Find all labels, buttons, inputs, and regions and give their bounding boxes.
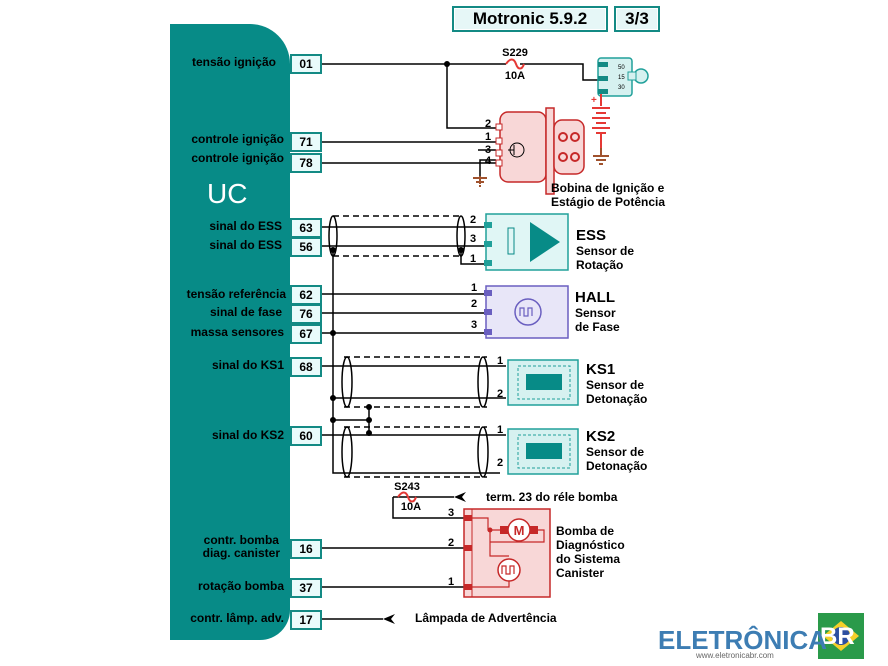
ks2-pin-2: 2 <box>497 457 503 469</box>
ignition-coil-icon <box>495 107 585 195</box>
arrow-icon <box>454 492 466 502</box>
diagram-title: Motronic 5.9.2 <box>452 6 608 32</box>
ks1-pin-1: 1 <box>497 355 503 367</box>
coil-pin-2: 2 <box>485 118 491 130</box>
hall-sensor-icon <box>484 285 569 339</box>
ignition-switch-icon: 50 15 30 <box>597 57 649 97</box>
canister-pin-1: 1 <box>448 576 454 588</box>
ess-label: ESS Sensor de Rotação <box>576 227 635 272</box>
hall-pin-2: 2 <box>471 298 477 310</box>
hall-label: HALL Sensor de Fase <box>575 289 620 334</box>
logo: BR ELETRÔNICA www.eletronicabr.com <box>656 613 876 665</box>
canister-pin-3: 3 <box>448 507 454 519</box>
ess-sensor-icon <box>484 213 569 271</box>
pin-60: 60 <box>290 426 322 446</box>
svg-text:15: 15 <box>618 75 625 81</box>
ground-icon <box>593 148 609 165</box>
pin-71: 71 <box>290 132 322 152</box>
ground-icon <box>473 176 487 187</box>
logo-flag-icon: BR <box>818 613 864 659</box>
pin-63: 63 <box>290 218 322 238</box>
svg-text:M: M <box>514 523 525 538</box>
ecu-label-massa-sensores: massa sensores <box>190 325 284 339</box>
ks2-label: KS2 Sensor de Detonação <box>586 428 648 473</box>
ecu-label-contr-lamp-adv: contr. lâmp. adv. <box>190 611 284 625</box>
ecu-label-controle-ignicao-71: controle ignição <box>191 132 284 146</box>
ks1-sensor-icon <box>507 359 579 406</box>
pin-62: 62 <box>290 285 322 305</box>
ecu-label-contr-bomba-line1: contr. bomba <box>203 533 279 547</box>
hall-pin-1: 1 <box>471 282 477 294</box>
ecu-name: UC <box>207 178 248 209</box>
svg-text:+: + <box>591 95 597 106</box>
wire-bridge <box>333 407 370 433</box>
logo-brand: ELETRÔNICA <box>658 625 827 655</box>
wire-01-switch <box>520 63 598 81</box>
pin-68: 68 <box>290 357 322 377</box>
ecu-label-sinal-ess-63: sinal do ESS <box>209 219 282 233</box>
fuse-s229 <box>505 58 525 70</box>
ecu-label-rotacao-bomba: rotação bomba <box>197 579 284 593</box>
fuse-s243-rating: 10A <box>401 501 421 513</box>
coil-label: Bobina de Ignição e Estágio de Potência <box>551 181 666 209</box>
ess-pin-3: 3 <box>470 233 476 245</box>
pin-56: 56 <box>290 237 322 257</box>
logo-url: www.eletronicabr.com <box>696 651 774 660</box>
battery-icon: + <box>591 94 610 148</box>
ecu-label-tensao-referencia: tensão referência <box>186 287 286 301</box>
logo-suffix: BR <box>820 623 855 650</box>
relay-reference: term. 23 do réle bomba <box>486 490 618 504</box>
fuse-s229-rating: 10A <box>505 70 525 82</box>
ks2-pin-1: 1 <box>497 424 503 436</box>
pin-67: 67 <box>290 324 322 344</box>
fuse-s243-id: S243 <box>394 481 420 493</box>
pin-17: 17 <box>290 610 322 630</box>
ess-pin-2: 2 <box>470 214 476 226</box>
ks2-sensor-icon <box>507 428 579 475</box>
canister-label: Bomba de Diagnóstico do Sistema Canister <box>556 524 625 580</box>
ecu-label-sinal-ks2: sinal do KS2 <box>211 428 284 442</box>
ecu-label-sinal-ks1: sinal do KS1 <box>211 358 284 372</box>
ks1-pin-2: 2 <box>497 388 503 400</box>
shield-ground-bus <box>332 250 500 474</box>
ecu-label-contr-bomba-line2: diag. canister <box>202 546 280 560</box>
wire-relay <box>392 496 464 519</box>
pin-37: 37 <box>290 578 322 598</box>
pin-76: 76 <box>290 304 322 324</box>
fuse-s243 <box>397 491 417 503</box>
pin-16: 16 <box>290 539 322 559</box>
ecu-label-tensao-ignicao: tensão ignição <box>191 55 276 69</box>
svg-text:50: 50 <box>618 65 625 71</box>
ecu-block <box>170 24 290 640</box>
lamp-reference: Lâmpada de Advertência <box>415 611 557 625</box>
canister-pin-2: 2 <box>448 537 454 549</box>
coil-pin-4: 4 <box>485 155 492 167</box>
coil-pin-1: 1 <box>485 131 491 143</box>
coil-pin-3: 3 <box>485 144 491 156</box>
pin-78: 78 <box>290 153 322 173</box>
fuse-s229-id: S229 <box>502 47 528 59</box>
ecu-label-contr-bomba: contr. bomba diag. canister <box>203 534 280 560</box>
ecu-label-sinal-fase: sinal de fase <box>209 305 282 319</box>
wire-ess-1 <box>460 250 484 265</box>
canister-pump-icon: M <box>463 508 551 598</box>
ecu-label-controle-ignicao-78: controle ignição <box>191 151 284 165</box>
wire-01-coil <box>446 64 496 129</box>
page-indicator: 3/3 <box>614 6 660 32</box>
ecu-label-sinal-ess-56: sinal do ESS <box>209 238 282 252</box>
hall-pin-3: 3 <box>471 319 477 331</box>
svg-text:30: 30 <box>618 85 625 91</box>
ess-pin-1: 1 <box>470 253 476 265</box>
arrow-icon <box>383 614 395 624</box>
ks1-label: KS1 Sensor de Detonação <box>586 361 648 406</box>
pin-01: 01 <box>290 54 322 74</box>
